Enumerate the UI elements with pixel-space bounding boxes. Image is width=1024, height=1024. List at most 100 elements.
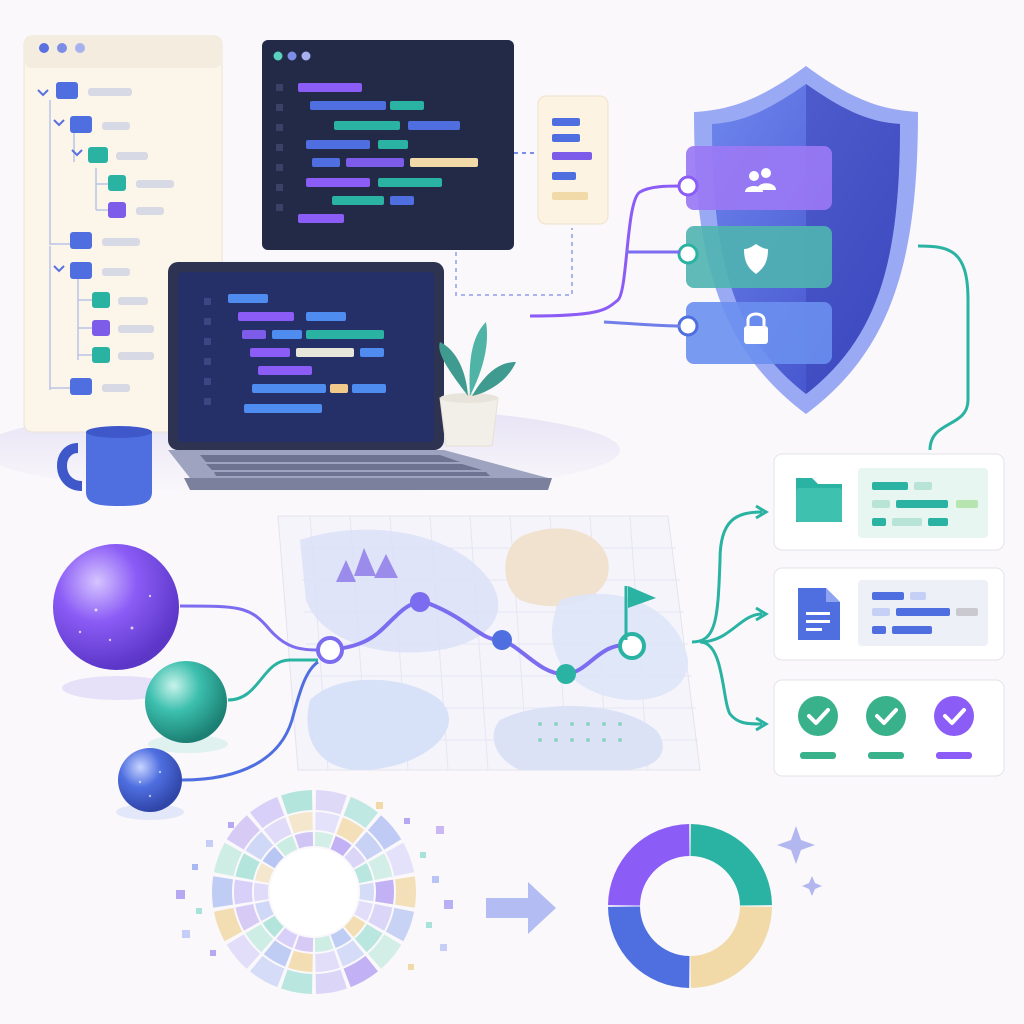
ring-fragment — [255, 863, 274, 884]
connector-line — [917, 244, 970, 451]
ring-fragment — [262, 846, 284, 869]
chevron-down-icon — [53, 119, 65, 127]
route-end-node[interactable] — [618, 632, 646, 660]
arrow-right-icon — [486, 882, 556, 934]
ring-fragment — [344, 846, 366, 869]
connector-line — [181, 660, 319, 782]
ring-fragment — [235, 853, 260, 881]
connector-line — [699, 640, 763, 726]
check-icon[interactable] — [866, 696, 906, 736]
ring-fragment — [281, 790, 313, 815]
ring-fragment — [294, 832, 314, 849]
users-icon — [745, 168, 776, 192]
ring-fragment — [354, 831, 383, 860]
access-tag-lock[interactable] — [677, 302, 832, 364]
panel-document[interactable] — [773, 567, 1005, 661]
ring-fragment — [315, 950, 340, 972]
ring-fragment — [330, 836, 352, 857]
ring-fragment — [234, 879, 253, 905]
access-tag-users[interactable] — [677, 146, 832, 210]
ring-fragment — [212, 876, 233, 908]
file-icon — [108, 202, 126, 218]
ring-fragment — [294, 935, 314, 952]
ring-fragment — [330, 927, 352, 948]
scatter-squares — [176, 802, 453, 970]
ring-fragment — [367, 934, 402, 969]
ring-fragment — [288, 812, 313, 834]
laptop — [168, 262, 552, 490]
blue-sphere[interactable] — [118, 748, 182, 812]
ring-fragment — [368, 903, 393, 931]
ring-fragment — [263, 940, 292, 967]
route-node[interactable] — [492, 630, 512, 650]
journey-map — [277, 515, 701, 771]
connector-line — [699, 612, 763, 644]
folder-icon — [796, 478, 842, 522]
window-dot-icon — [57, 43, 67, 53]
ring-fragment — [344, 915, 366, 938]
access-tag-shield[interactable] — [677, 226, 832, 288]
folder-icon — [88, 147, 108, 163]
check-icon[interactable] — [934, 696, 974, 736]
purple-sphere[interactable] — [53, 544, 179, 670]
ring-fragment — [336, 817, 365, 844]
ring-fragment — [245, 924, 274, 953]
ring-fragment — [255, 900, 274, 921]
ring-fragment — [354, 924, 383, 953]
ring-fragment — [315, 969, 347, 994]
ring-fragment — [254, 882, 269, 902]
ring-fragment — [235, 903, 260, 931]
chevron-down-icon — [53, 265, 65, 273]
ring-fragment — [226, 934, 261, 969]
window-dot-icon — [273, 51, 283, 61]
code-editor-window — [262, 40, 514, 250]
route-node[interactable] — [410, 592, 430, 612]
route-node[interactable] — [556, 664, 576, 684]
ring-fragment — [395, 876, 416, 908]
folder-icon — [70, 262, 92, 279]
donut-segment — [690, 906, 772, 988]
ring-fragment — [343, 955, 378, 988]
laptop-code-lines — [228, 294, 386, 413]
ring-fragment — [359, 882, 374, 902]
ring-fragment — [245, 831, 274, 860]
file-icon — [92, 347, 110, 363]
document-icon — [798, 588, 840, 640]
panel-folder[interactable] — [773, 453, 1005, 551]
ring-fragment — [213, 907, 243, 942]
ring-fragment — [336, 940, 365, 967]
ring-fragment — [354, 900, 373, 921]
ring-fragment — [262, 915, 284, 938]
file-icon — [92, 292, 110, 308]
ring-fragment — [288, 950, 313, 972]
folder-icon — [70, 116, 92, 133]
lock-icon — [744, 312, 768, 344]
connector-line — [603, 320, 681, 328]
folder-icon — [56, 82, 78, 99]
tree-rows — [37, 82, 174, 395]
fragmented-ring — [212, 790, 416, 994]
ring-fragment — [263, 817, 292, 844]
panel-checks[interactable] — [773, 679, 1005, 777]
donut-segment — [608, 824, 690, 906]
ring-fragment — [276, 927, 298, 948]
coffee-mug — [57, 426, 152, 506]
folder-icon — [70, 232, 92, 249]
ring-fragment — [368, 853, 393, 881]
folder-icon — [70, 378, 92, 395]
teal-sphere[interactable] — [145, 661, 227, 743]
dashed-connector — [455, 228, 573, 296]
connector-line — [227, 658, 318, 702]
file-icon — [92, 320, 110, 336]
route-start-node[interactable] — [316, 636, 344, 664]
check-icon[interactable] — [798, 696, 838, 736]
ring-center — [270, 848, 358, 936]
ring-fragment — [314, 832, 334, 849]
ring-fragment — [315, 812, 340, 834]
sparkle-icon — [777, 826, 822, 896]
ring-fragment — [375, 879, 394, 905]
ring-fragment — [213, 842, 243, 877]
window-dot-icon — [287, 51, 297, 61]
data-sources — [53, 544, 228, 820]
